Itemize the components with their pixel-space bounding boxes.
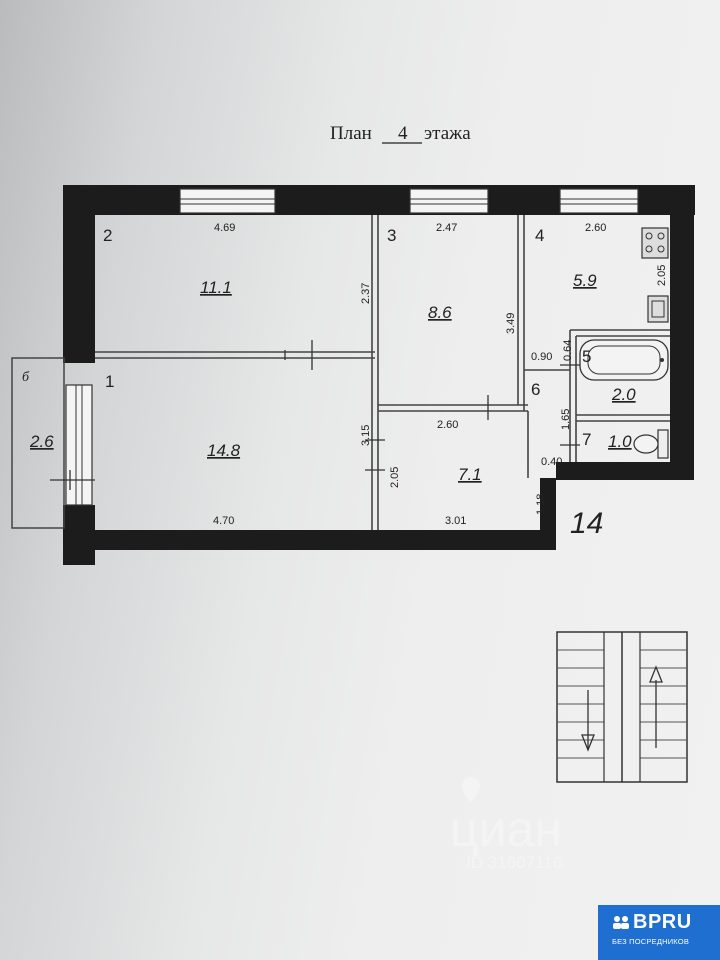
dim-r2-width: 4.69 <box>214 222 235 234</box>
apartment-number: 14 <box>570 507 603 540</box>
dim-r4-height: 2.05 <box>656 265 668 286</box>
plan-title-floor: 4 <box>398 123 408 144</box>
dim-wc-width: 0.40 <box>541 456 562 468</box>
staircase-icon <box>556 631 688 783</box>
dim-r1-height: 3.15 <box>360 425 372 446</box>
plan-title-suffix: этажа <box>424 123 471 144</box>
plan-title-prefix: План <box>330 123 372 144</box>
watermark-brand: циан <box>450 801 562 857</box>
location-pin-icon <box>462 777 480 802</box>
room-area-5: 2.0 <box>611 385 636 404</box>
room-area-6: 7.1 <box>458 465 482 484</box>
dim-r3-height: 3.49 <box>505 313 517 334</box>
wall-right <box>670 210 694 480</box>
wall-left-upper <box>63 185 95 363</box>
watermark-id: ID 31607116 <box>466 853 562 872</box>
watermark: циан ID 31607116 <box>450 777 562 872</box>
balcony-area: 2.6 <box>29 432 54 451</box>
dim-corridor-height: 1.65 <box>560 409 572 430</box>
room-number-1: 1 <box>105 372 114 391</box>
room-number-7: 7 <box>582 430 591 449</box>
balcony-letter: б <box>22 370 30 385</box>
room-number-2: 2 <box>103 226 112 245</box>
room-area-7: 1.0 <box>608 432 632 451</box>
room-number-3: 3 <box>387 226 396 245</box>
badge-tagline: БЕЗ ПОСРЕДНИКОВ <box>612 937 690 946</box>
room-number-5: 5 <box>582 347 591 366</box>
dim-hall-height: 2.05 <box>389 467 401 488</box>
room-area-4: 5.9 <box>573 271 597 290</box>
dim-r2-height: 2.37 <box>360 283 372 304</box>
dim-hall-bottom: 3.01 <box>445 515 466 527</box>
room-area-1: 14.8 <box>207 441 241 460</box>
bpru-badge[interactable]: BPRU БЕЗ ПОСРЕДНИКОВ <box>598 905 720 960</box>
room-area-2: 11.1 <box>200 278 232 297</box>
wall-entry-side <box>540 478 556 550</box>
window-room3 <box>409 188 489 214</box>
bathtub-icon <box>579 339 669 381</box>
dim-bath-height: 0.64 <box>562 340 574 361</box>
window-room2 <box>179 188 276 214</box>
people-icon <box>613 916 629 929</box>
dim-r1-width: 4.70 <box>213 515 234 527</box>
room-number-4: 4 <box>535 226 544 245</box>
room-number-6: 6 <box>531 380 540 399</box>
balcony-outline <box>11 357 65 529</box>
stove-icon <box>641 227 669 259</box>
room-area-3: 8.6 <box>428 303 452 322</box>
dim-bath-width: 0.90 <box>531 351 552 363</box>
dim-r4-width: 2.60 <box>585 222 606 234</box>
dim-entry-width: 1.18 <box>535 494 547 515</box>
window-room4 <box>559 188 639 214</box>
kitchen-sink-icon <box>647 295 669 323</box>
wall-bottom-right <box>556 462 694 480</box>
badge-brand: BPRU <box>633 911 692 933</box>
dim-r3-width: 2.47 <box>436 222 457 234</box>
wall-bottom <box>63 530 556 550</box>
dim-hall-top: 2.60 <box>437 419 458 431</box>
toilet-icon <box>633 429 669 459</box>
